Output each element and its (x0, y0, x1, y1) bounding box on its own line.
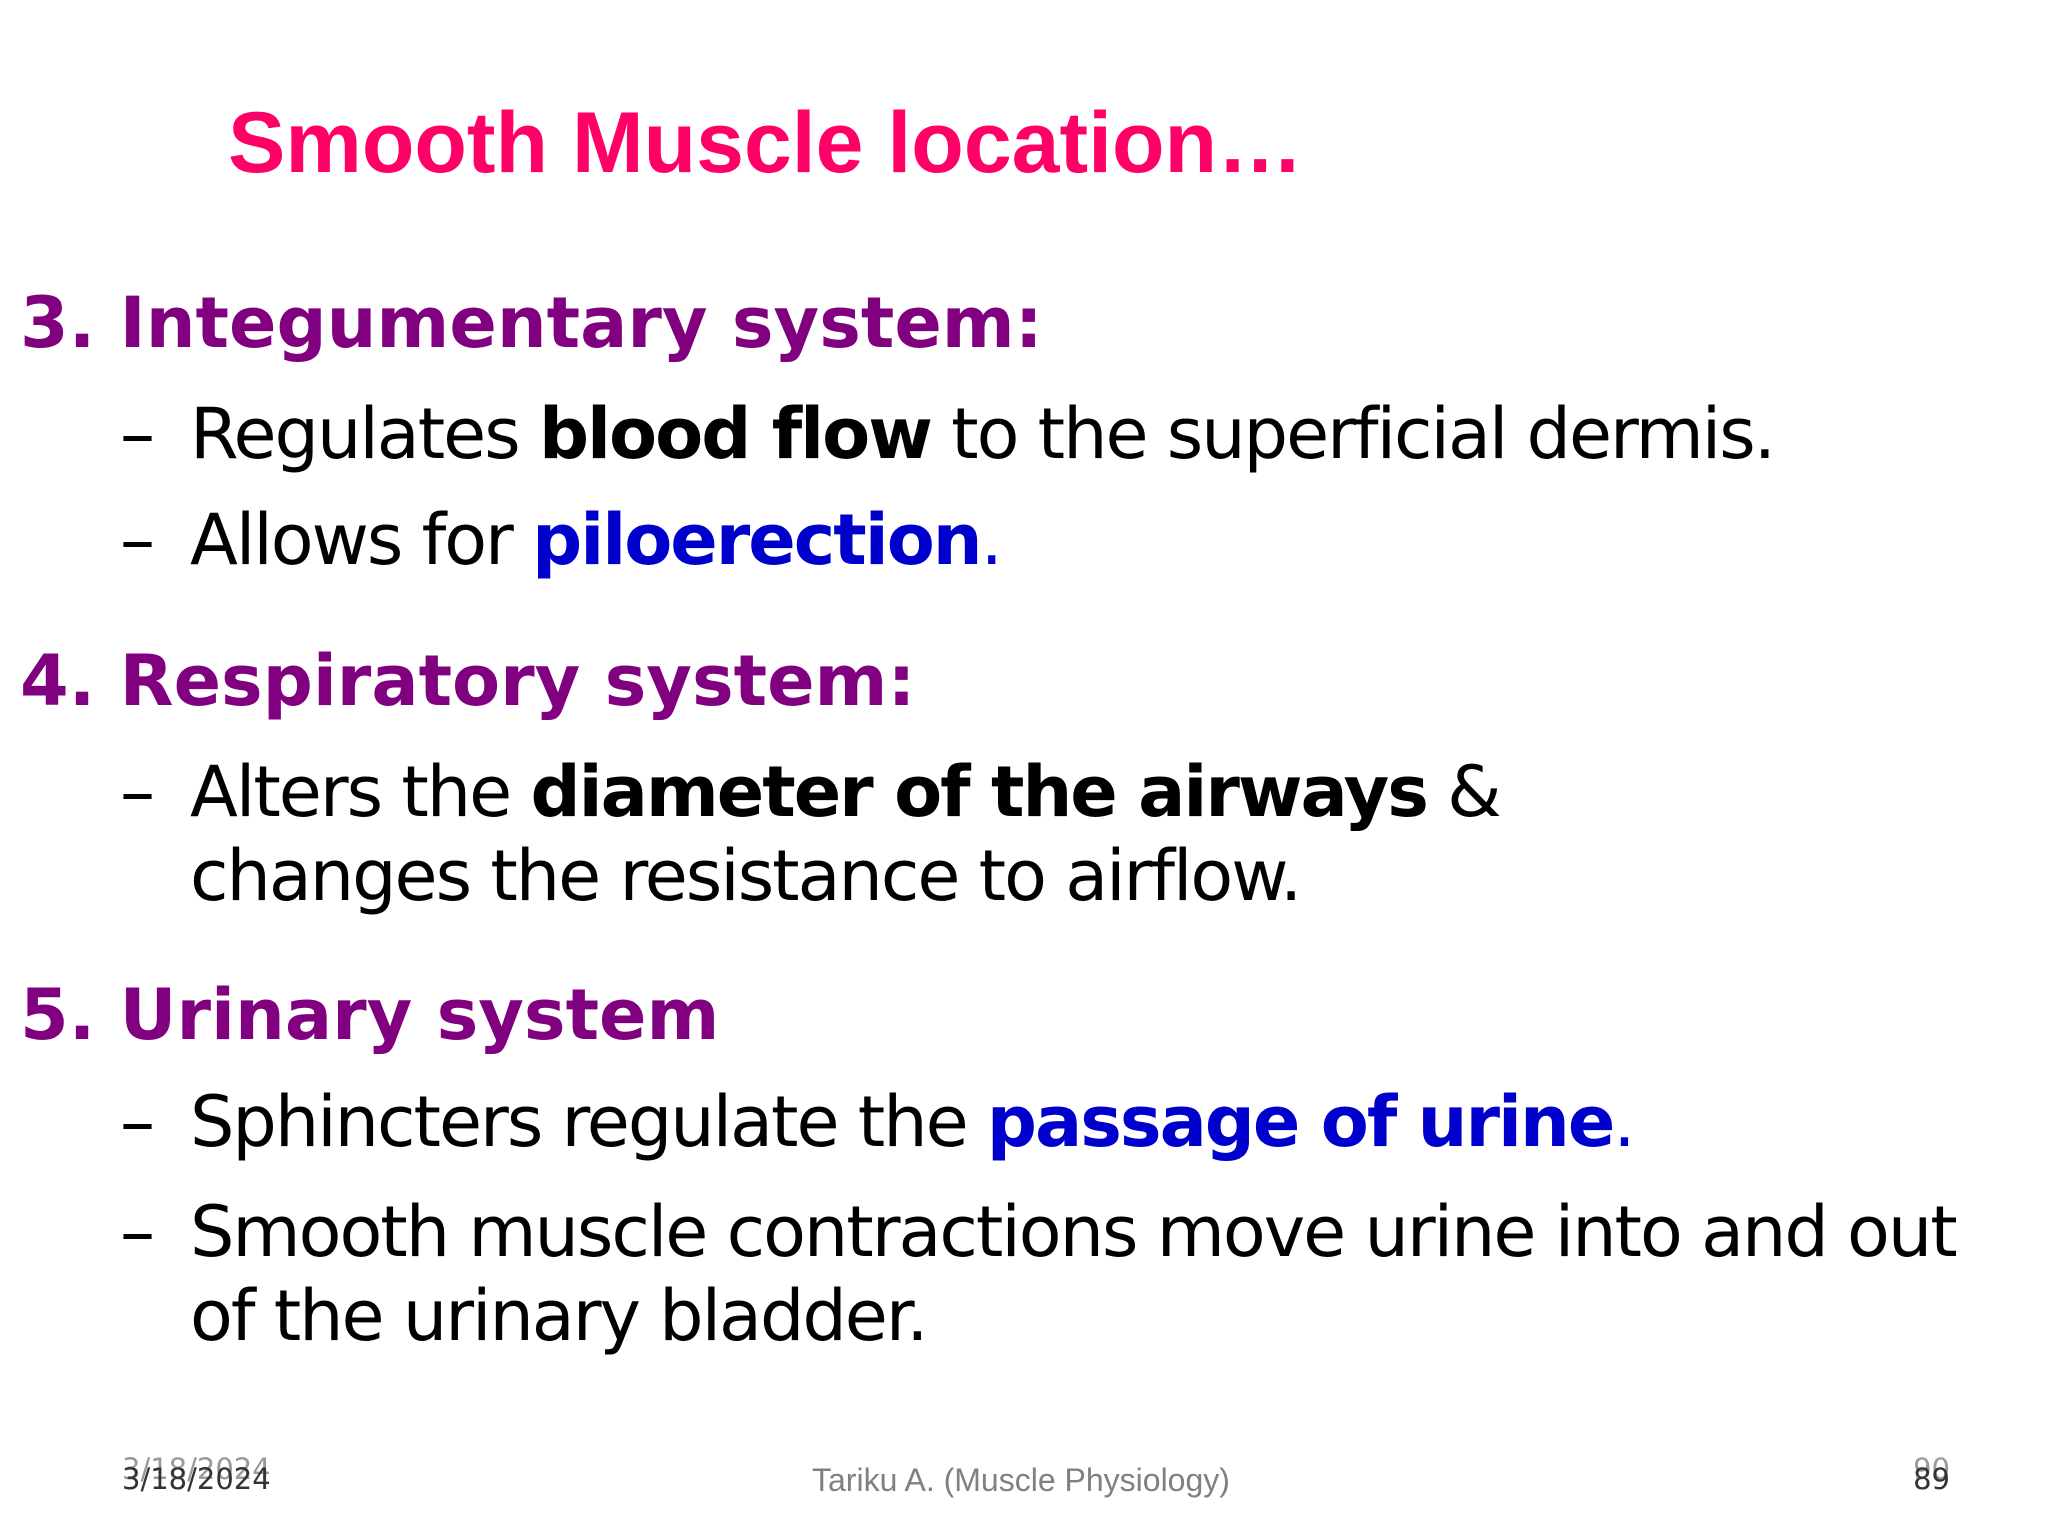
bullet-text-pre: Allows for (190, 499, 533, 581)
footer-date: 3/18/2024 3/18/2024 (122, 1452, 271, 1496)
bullet-text-post: & changes the resistance to airflow. (190, 751, 1502, 917)
bullet-text: Smooth muscle contractions move urine in… (190, 1191, 1958, 1357)
bullet-text: Sphincters regulate the passage of urine… (190, 1080, 2020, 1164)
bullet-sphincters: – Sphincters regulate the passage of uri… (120, 1080, 2020, 1164)
bullet-blood-flow: – Regulates blood flow to the superficia… (120, 392, 2020, 476)
footer-page-ghost: 90 (1913, 1452, 1950, 1486)
bullet-text-pre: Regulates (190, 393, 539, 475)
bullet-emphasis: passage of urine (986, 1081, 1615, 1163)
bullet-text-pre: Alters the (190, 751, 531, 833)
bullet-text-pre: Sphincters regulate the (190, 1081, 987, 1163)
footer-date-text: 3/18/2024 (122, 1462, 271, 1496)
bullet-text-post: to the superficial dermis. (930, 393, 1776, 475)
footer-date-ghost: 3/18/2024 (122, 1452, 271, 1486)
bullet-dash: – (120, 1191, 155, 1273)
bullet-emphasis: piloerection (532, 499, 983, 581)
footer-author: Tariku A. (Muscle Physiology) (812, 1462, 1230, 1498)
bullet-dash: – (120, 1081, 155, 1163)
section-heading-urinary: 5. Urinary system (20, 974, 720, 1056)
bullet-text-post: . (1613, 1081, 1635, 1163)
footer-page-number: 90 89 (1913, 1452, 1950, 1496)
section-heading-respiratory: 4. Respiratory system: (20, 640, 916, 722)
bullet-text: Regulates blood flow to the superficial … (190, 392, 2020, 476)
bullet-contractions: – Smooth muscle contractions move urine … (120, 1190, 2000, 1358)
bullet-text: Allows for piloerection. (190, 498, 2020, 582)
bullet-airways: – Alters the diameter of the airways & c… (120, 750, 1680, 918)
slide-title: Smooth Muscle location… (228, 95, 1304, 191)
bullet-text-post: . (980, 499, 1003, 581)
bullet-piloerection: – Allows for piloerection. (120, 498, 2020, 582)
footer-page-text: 89 (1913, 1462, 1950, 1496)
bullet-dash: – (120, 393, 155, 475)
section-heading-integumentary: 3. Integumentary system: (20, 282, 1043, 364)
bullet-dash: – (120, 751, 155, 833)
bullet-text: Alters the diameter of the airways & cha… (190, 750, 1680, 918)
bullet-emphasis: blood flow (538, 393, 933, 475)
bullet-emphasis: diameter of the airways (530, 751, 1428, 833)
bullet-dash: – (120, 499, 155, 581)
